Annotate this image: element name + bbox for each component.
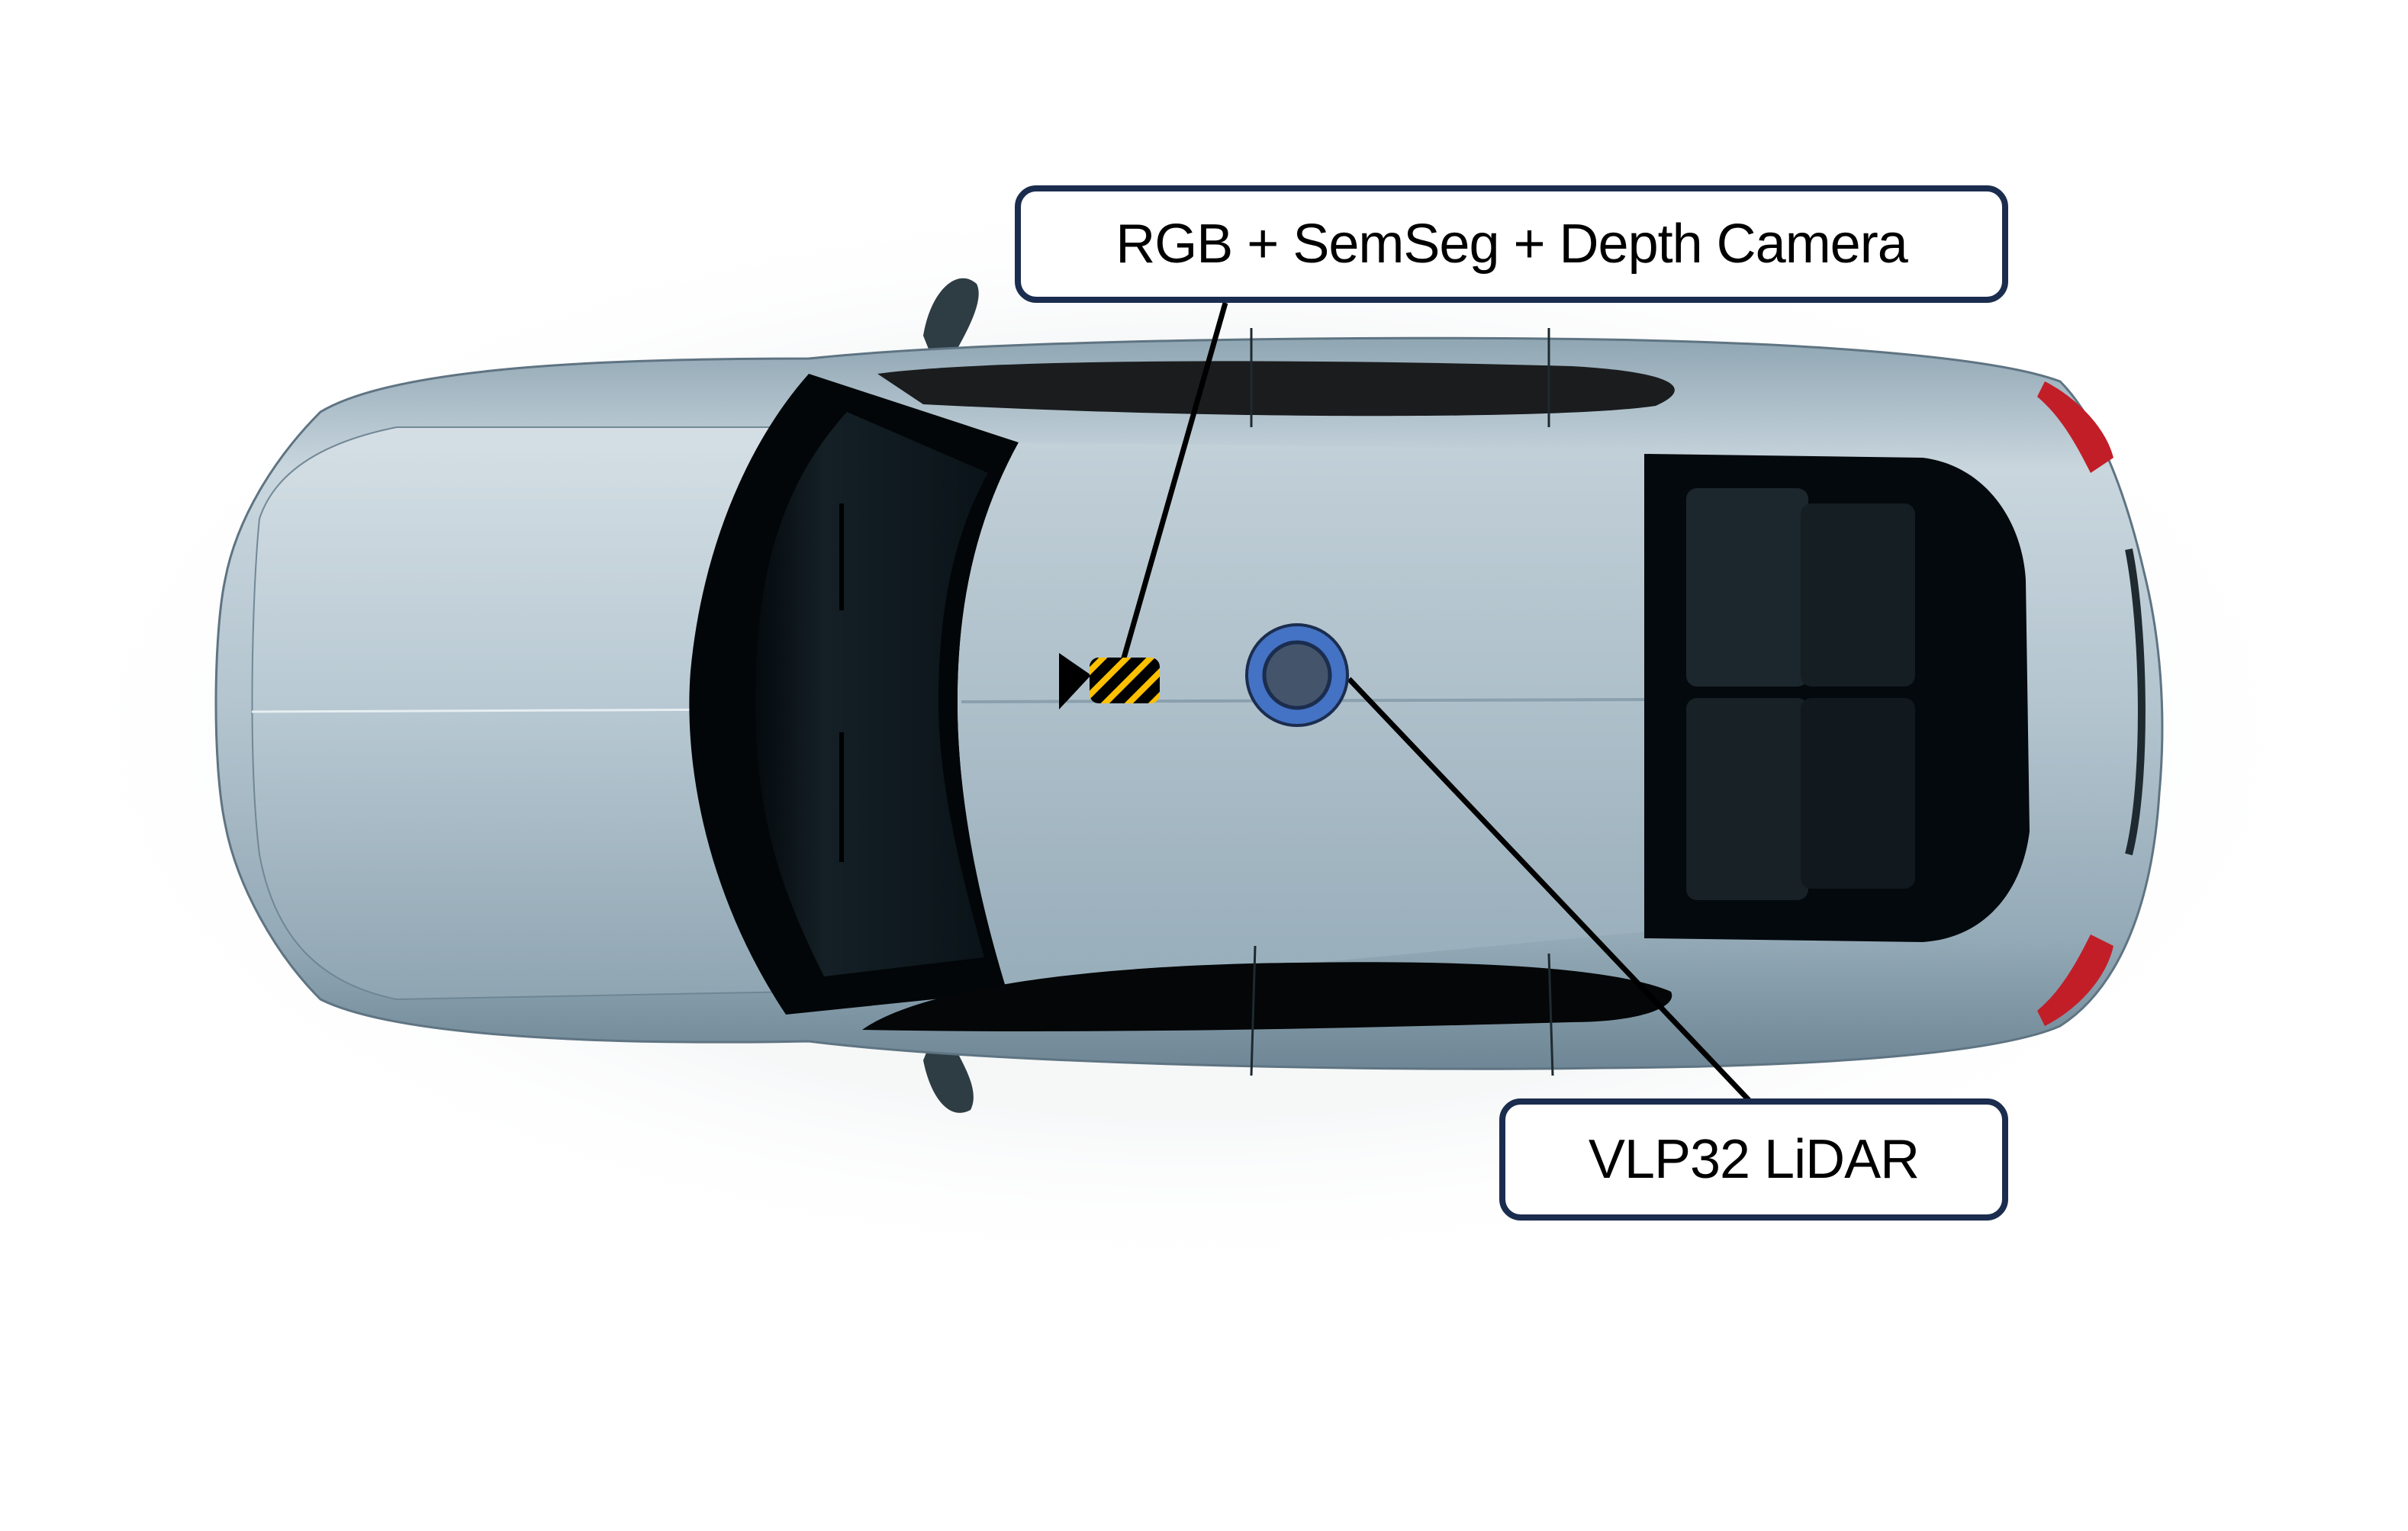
rear-seat-lower-left bbox=[1686, 698, 1808, 900]
mirror-left bbox=[923, 278, 979, 359]
rear-seat-upper-left bbox=[1686, 488, 1808, 687]
tail-light-left bbox=[2037, 381, 2113, 473]
windshield-glass bbox=[755, 412, 988, 976]
lidar-leader-line bbox=[1347, 677, 1751, 1102]
video-camera-icon[interactable] bbox=[1059, 653, 1160, 709]
tail-light-right bbox=[2037, 934, 2113, 1026]
lidar-callout-label: VLP32 LiDAR bbox=[1588, 1129, 1920, 1190]
lidar-callout: VLP32 LiDAR bbox=[1499, 1098, 2008, 1221]
camera-leader-line bbox=[1120, 302, 1228, 661]
hood-crease bbox=[251, 708, 764, 713]
rear-seat-lower-right bbox=[1801, 698, 1915, 889]
lidar-disc-icon[interactable] bbox=[1245, 623, 1349, 727]
camera-callout-label: RGB + SemSeg + Depth Camera bbox=[1115, 214, 1907, 275]
rear-seat-upper-right bbox=[1801, 503, 1915, 687]
side-window-top bbox=[877, 361, 1675, 417]
mirror-right bbox=[923, 1041, 974, 1113]
rear-trunk-edge bbox=[2125, 548, 2146, 856]
side-window-bottom bbox=[862, 962, 1672, 1031]
camera-callout: RGB + SemSeg + Depth Camera bbox=[1015, 185, 2008, 303]
